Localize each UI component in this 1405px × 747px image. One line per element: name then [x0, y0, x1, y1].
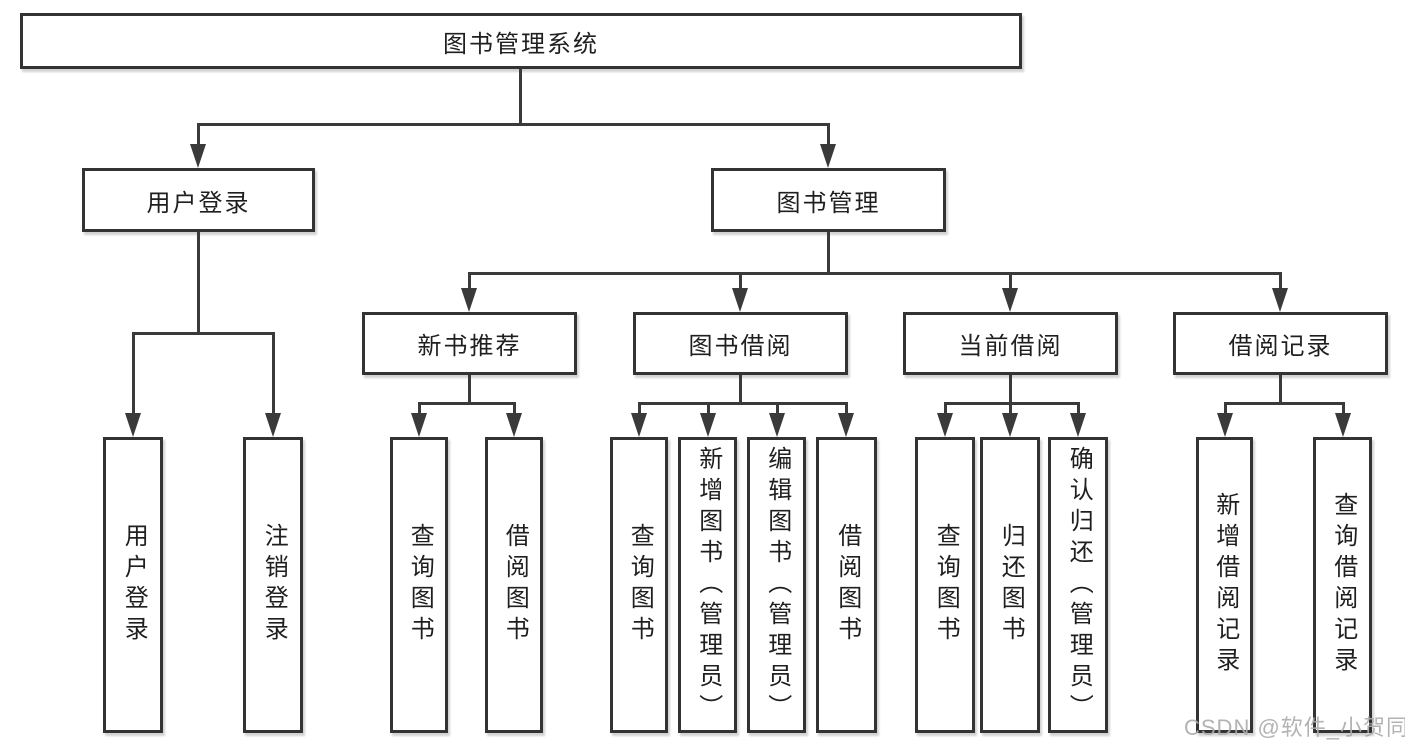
- connector-root-to-book-management: [827, 123, 830, 149]
- connector-leaf-stem: [707, 402, 710, 417]
- arrow-down-icon: [461, 288, 477, 312]
- node-br-query-borrow-record: 查询借阅记录: [1313, 437, 1372, 733]
- arrow-down-icon: [937, 413, 953, 437]
- arrow-down-icon: [838, 413, 854, 437]
- arrow-down-icon: [411, 413, 427, 437]
- arrow-down-icon: [265, 413, 281, 437]
- node-br-add-borrow-record: 新增借阅记录: [1196, 437, 1253, 733]
- connector-leaf-stem: [776, 402, 779, 417]
- connector-to-book-borrowing: [739, 272, 742, 294]
- connector-leaf-stem: [1077, 402, 1080, 417]
- node-label: 用户登录: [120, 523, 148, 647]
- arrow-down-icon: [190, 144, 206, 168]
- node-user-login: 用户登录: [82, 168, 315, 232]
- connector-book-management-split: [468, 272, 1282, 275]
- connector-new-book-recommend-split: [418, 402, 516, 405]
- node-label: 编辑图书（管理员）: [763, 445, 791, 725]
- node-cb-confirm-return-admin: 确认归还（管理员）: [1048, 437, 1108, 733]
- connector-to-current-borrowing: [1009, 272, 1012, 294]
- node-new-book-recommend: 新书推荐: [362, 312, 577, 375]
- node-label: 确认归还（管理员）: [1065, 445, 1093, 725]
- watermark: CSDN @软件_小贺同学: [1184, 715, 1405, 740]
- node-label: 新书推荐: [417, 333, 522, 360]
- connector-user-login-stem: [197, 232, 200, 335]
- node-borrowing-records: 借阅记录: [1173, 312, 1388, 375]
- node-bb-add-book-admin: 新增图书（管理员）: [678, 437, 737, 733]
- connector-root-split: [197, 123, 830, 126]
- node-label: 注销登录: [260, 523, 288, 647]
- node-label: 图书管理: [776, 189, 881, 217]
- arrow-down-icon: [820, 144, 836, 168]
- node-current-borrowing: 当前借阅: [903, 312, 1118, 375]
- connector-borrowing-records-split: [1224, 402, 1344, 405]
- connector-root-to-user-login: [197, 123, 200, 149]
- node-label: 查询借阅记录: [1329, 492, 1357, 678]
- connector-leaf-stem: [845, 402, 848, 417]
- node-label: 借阅记录: [1228, 333, 1333, 360]
- node-book-borrowing: 图书借阅: [633, 312, 848, 375]
- connector-leaf-stem: [418, 402, 421, 417]
- node-bb-borrow-books: 借阅图书: [816, 437, 877, 733]
- node-label: 新增借阅记录: [1211, 492, 1239, 678]
- node-library-management-system: 图书管理系统: [20, 13, 1022, 69]
- connector-leaf-stem: [638, 402, 641, 417]
- arrow-down-icon: [700, 413, 716, 437]
- node-cb-return-books: 归还图书: [980, 437, 1040, 733]
- node-label: 借阅图书: [501, 523, 529, 647]
- node-label: 用户登录: [146, 189, 251, 217]
- node-book-management: 图书管理: [711, 168, 946, 232]
- connector-to-user-login-leaf: [132, 332, 135, 417]
- arrow-down-icon: [1272, 288, 1288, 312]
- arrow-down-icon: [631, 413, 647, 437]
- arrow-down-icon: [1002, 413, 1018, 437]
- connector-leaf-stem: [1342, 402, 1345, 417]
- node-label: 图书管理系统: [443, 30, 599, 58]
- node-label: 当前借阅: [958, 333, 1063, 360]
- connector-borrowing-records-stem: [1279, 375, 1282, 405]
- node-user-login-leaf: 用户登录: [103, 437, 163, 733]
- arrow-down-icon: [1335, 413, 1351, 437]
- arrow-down-icon: [769, 413, 785, 437]
- node-logout-login: 注销登录: [243, 437, 303, 733]
- connector-leaf-stem: [513, 402, 516, 417]
- node-label: 查询图书: [626, 523, 654, 647]
- node-label: 图书借阅: [688, 333, 793, 360]
- connector-leaf-stem: [1009, 402, 1012, 417]
- node-label: 归还图书: [997, 523, 1025, 647]
- node-nbr-query-books: 查询图书: [390, 437, 448, 733]
- connector-book-management-stem: [827, 232, 830, 275]
- connector-current-borrowing-stem: [1009, 375, 1012, 405]
- connector-leaf-stem: [1224, 402, 1227, 417]
- connector-root-stem: [519, 69, 522, 125]
- arrow-down-icon: [1217, 413, 1233, 437]
- arrow-down-icon: [732, 288, 748, 312]
- connector-book-borrowing-stem: [739, 375, 742, 405]
- node-label: 借阅图书: [833, 523, 861, 647]
- connector-to-new-book-recommend: [468, 272, 471, 294]
- arrow-down-icon: [1070, 413, 1086, 437]
- connector-current-borrowing-split: [944, 402, 1080, 405]
- node-bb-query-books: 查询图书: [610, 437, 668, 733]
- arrow-down-icon: [125, 413, 141, 437]
- connector-book-borrowing-split: [638, 402, 848, 405]
- node-nbr-borrow-books: 借阅图书: [485, 437, 543, 733]
- connector-to-logout-leaf: [272, 332, 275, 417]
- arrow-down-icon: [1002, 288, 1018, 312]
- node-cb-query-books: 查询图书: [915, 437, 975, 733]
- connector-leaf-stem: [944, 402, 947, 417]
- connector-user-login-split: [132, 332, 275, 335]
- connector-new-book-recommend-stem: [468, 375, 471, 405]
- node-bb-edit-book-admin: 编辑图书（管理员）: [747, 437, 806, 733]
- connector-to-borrowing-records: [1279, 272, 1282, 294]
- node-label: 新增图书（管理员）: [694, 445, 722, 725]
- arrow-down-icon: [506, 413, 522, 437]
- node-label: 查询图书: [406, 523, 434, 647]
- node-label: 查询图书: [932, 523, 960, 647]
